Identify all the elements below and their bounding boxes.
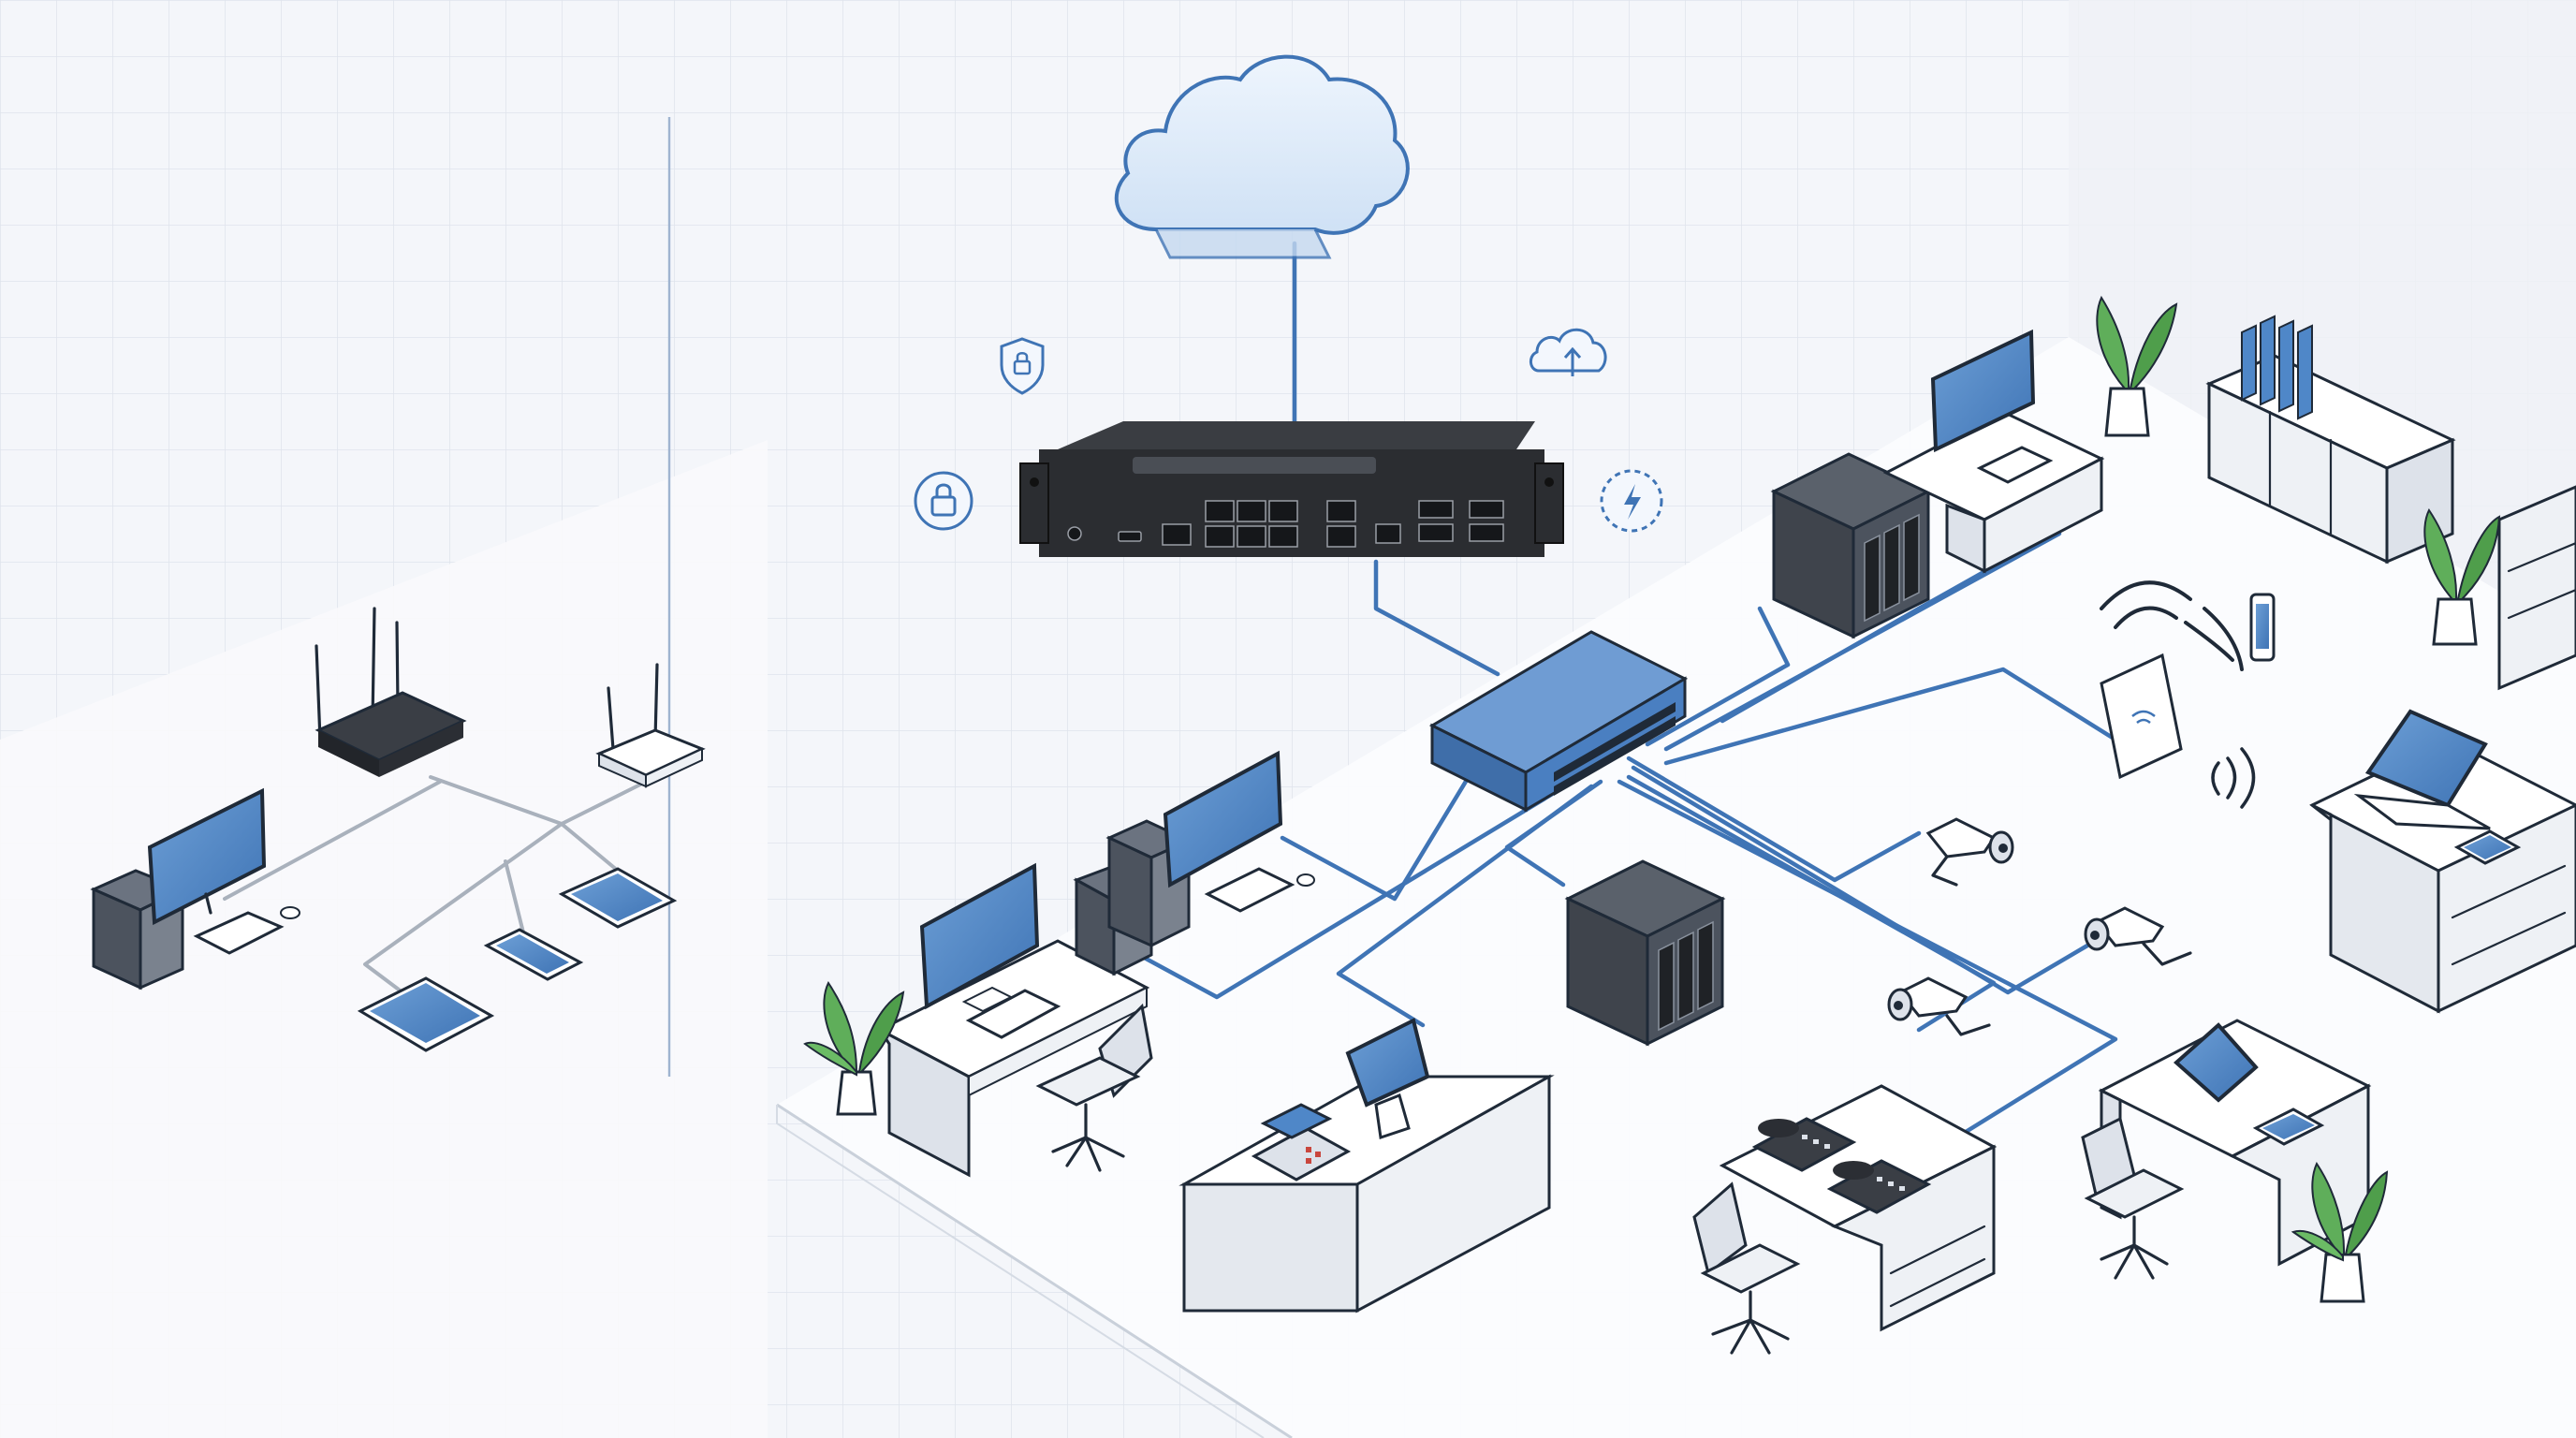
cabinet-icon [2499, 487, 2576, 688]
smartphone-icon [2251, 594, 2274, 660]
speedometer-bolt-icon [1602, 471, 1661, 531]
rack-firewall-icon [1020, 421, 1563, 557]
padlock-icon [915, 473, 972, 529]
nas-icon [1568, 861, 1722, 1044]
